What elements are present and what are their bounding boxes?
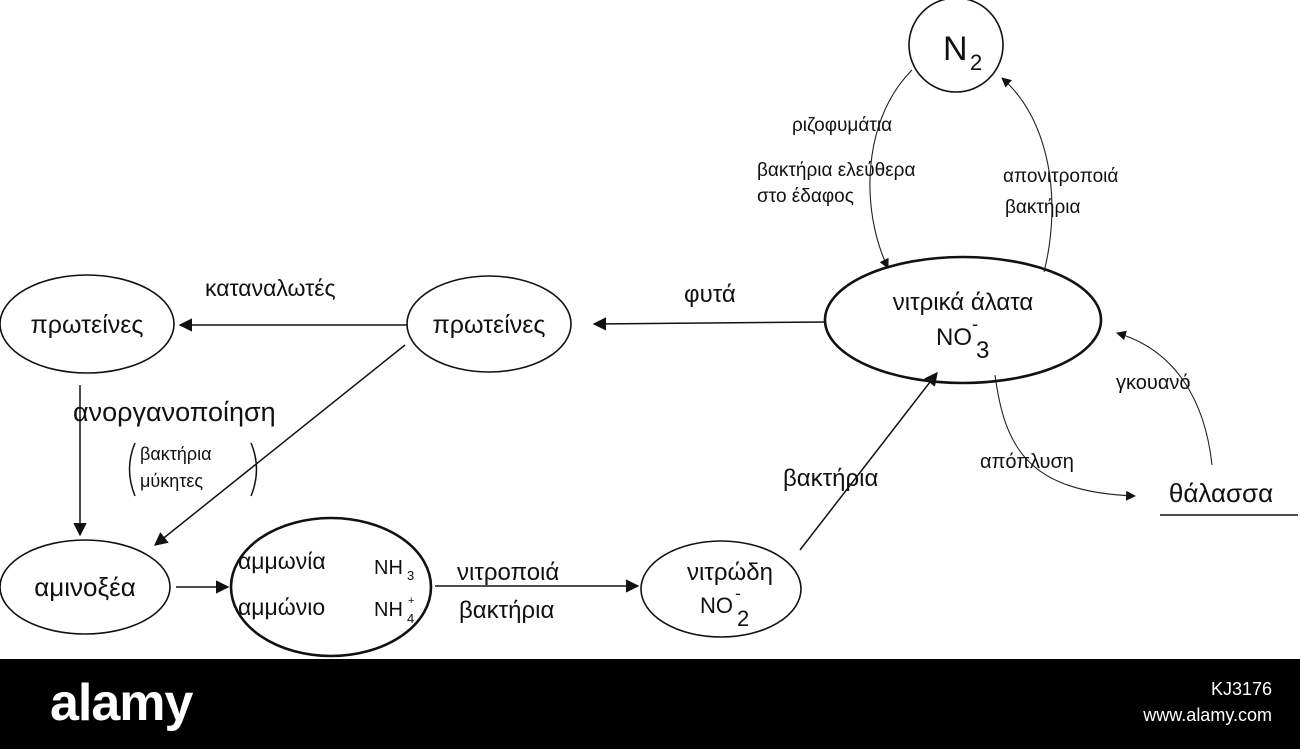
label-denit-2: βακτήρια <box>1005 197 1081 218</box>
node-amino-acids: αμινοξέα <box>0 539 171 635</box>
label-free-bacteria-1: βακτήρια ελεύθερα <box>757 160 915 181</box>
node-nitrates: νιτρικά άλατα NO - 3 <box>823 255 1103 385</box>
node-ammonia: αμμωνία NH 3 αμμώνιο NH + 4 <box>229 516 433 658</box>
node-proteins-consumers: πρωτείνες <box>0 274 175 374</box>
proteins-plants-label: πρωτείνες <box>433 311 546 339</box>
ammonia-formula-sub: 3 <box>407 568 414 583</box>
label-guano: γκουανό <box>1116 372 1191 394</box>
arrow-n2-to-nitrates <box>869 69 913 269</box>
label-plants: φυτά <box>684 281 736 308</box>
image-id: KJ3176 <box>1210 679 1272 699</box>
alamy-logo: alamy <box>50 674 193 732</box>
ammonia-label: αμμωνία <box>238 548 326 574</box>
arrow-nitrates-to-n2 <box>1001 77 1053 273</box>
paren-left <box>128 442 136 497</box>
label-free-bacteria-2: στο έδαφος <box>757 186 854 207</box>
label-min-bacteria: βακτήρια <box>140 444 212 464</box>
nitrites-sup: - <box>735 584 741 603</box>
label-rhizo: ριζοφυμάτια <box>792 115 892 136</box>
arrow-nitrates-to-sea <box>994 374 1136 501</box>
paren-right <box>250 442 258 497</box>
nitrites-label: νιτρώδη <box>687 559 773 586</box>
label-denit-1: απονιτροποιά <box>1003 166 1118 187</box>
label-min-fungi: μύκητες <box>140 471 203 491</box>
node-nitrites: νιτρώδη NO - 2 <box>640 540 802 638</box>
watermark-footer: alamy KJ3176 www.alamy.com <box>0 659 1300 749</box>
amino-acids-label: αμινοξέα <box>34 572 136 602</box>
label-nitrifying-1: νιτροποιά <box>457 559 559 586</box>
node-n2: N 2 <box>908 0 1004 93</box>
label-bacteria: βακτήρια <box>783 465 878 492</box>
proteins-consumers-label: πρωτείνες <box>31 311 144 339</box>
n2-main: N <box>943 30 968 68</box>
arrow-proteins-to-amino-acids <box>153 344 406 546</box>
nitrates-sub: 3 <box>976 337 989 364</box>
label-nitrifying-2: βακτήρια <box>459 597 554 624</box>
nitrites-formula: NO <box>700 593 733 618</box>
node-proteins-plants: πρωτείνες <box>406 275 572 373</box>
arrow-sea-to-nitrates <box>1116 330 1213 466</box>
node-sea: θάλασσα <box>1160 478 1298 516</box>
nitrites-sub: 2 <box>737 606 749 631</box>
alamy-url: www.alamy.com <box>1143 705 1272 725</box>
nitrates-sup: - <box>972 314 978 334</box>
diagram-canvas: N 2 νιτρικά άλατα NO - 3 πρωτείνες πρωτε… <box>0 0 1298 658</box>
n2-sub: 2 <box>970 50 982 75</box>
ammonium-label: αμμώνιο <box>238 594 325 620</box>
nitrates-label: νιτρικά άλατα <box>893 289 1034 316</box>
sea-label: θάλασσα <box>1169 478 1273 508</box>
arrow-nitrates-to-proteins <box>592 317 826 331</box>
ammonium-formula: NH <box>374 599 403 621</box>
arrow-nitrites-to-nitrates <box>799 371 938 551</box>
label-leaching: απόπλυση <box>980 451 1074 473</box>
label-mineralization: ανοργανοποίηση <box>73 397 276 427</box>
ammonium-formula-sup: + <box>408 595 414 607</box>
ammonia-formula: NH <box>374 557 403 579</box>
label-consumers: καταναλωτές <box>205 275 336 301</box>
nitrates-formula: NO <box>936 324 972 351</box>
ammonium-formula-sub: 4 <box>407 611 414 626</box>
